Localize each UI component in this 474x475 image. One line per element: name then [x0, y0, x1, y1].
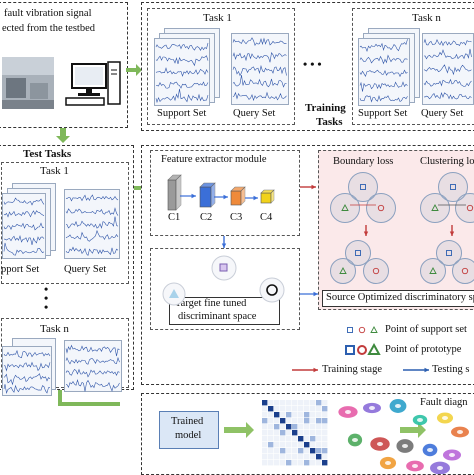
- test-task1-support-signal: [2, 193, 46, 259]
- boundary-cluster-right: [366, 193, 396, 223]
- clustering-result-right: [452, 258, 474, 284]
- task1-query-signal: [231, 33, 289, 105]
- taskn-support-signal: [358, 38, 410, 106]
- source-space-label: Source Optimized discriminatory sp: [326, 292, 474, 303]
- clustering-loss-label: Clustering lo: [420, 156, 474, 167]
- legend-testing-label: Testing s: [432, 364, 470, 375]
- boundary-loss-label: Boundary loss: [333, 156, 394, 167]
- test-task1-box: [1, 162, 129, 284]
- ellipsis: • • •: [303, 57, 322, 71]
- test-task1-support-label: pport Set: [1, 264, 40, 275]
- training-tasks-panel: [141, 2, 474, 131]
- task1-support-label: Support Set: [157, 108, 207, 119]
- layer-c3-label: C3: [230, 212, 243, 223]
- task1-label: Task 1: [203, 12, 232, 24]
- task1-support-signal: [154, 38, 210, 106]
- test-ellipsis-3: •: [44, 300, 49, 314]
- legend-support-label: Point of support set: [385, 324, 467, 335]
- test-taskn-query-signal: [64, 340, 122, 392]
- layer-c4-label: C4: [260, 212, 273, 223]
- source-title-line2: ected from the testbed: [2, 23, 96, 34]
- clustering-result-left: [420, 258, 446, 284]
- test-taskn-label: Task n: [40, 323, 69, 335]
- task1-box: [147, 8, 295, 125]
- task1-query-label: Query Set: [233, 108, 276, 119]
- taskn-query-signal: [422, 33, 474, 105]
- boundary-result-left: [330, 258, 356, 284]
- test-ellipsis-1: •: [44, 282, 49, 296]
- test-tasks-title: Test Tasks: [23, 148, 72, 160]
- training-tasks-line2: Tasks: [314, 116, 345, 128]
- feature-extractor-title: Feature extractor module: [161, 154, 267, 165]
- taskn-label: Task n: [412, 12, 441, 24]
- green-arrow-icon: [126, 64, 142, 76]
- target-space-label-box: [169, 297, 280, 325]
- fault-diagnosis-label: Fault diagn: [420, 397, 468, 408]
- source-space-box: [318, 150, 474, 310]
- test-task1-query-label: Query Set: [64, 264, 107, 275]
- test-to-diagnosis-path: [58, 390, 120, 406]
- test-task1-label: Task 1: [40, 165, 69, 177]
- boundary-result-right: [363, 258, 389, 284]
- target-space-line1: Target fine tuned: [175, 298, 247, 309]
- layer-c1-label: C1: [168, 212, 181, 223]
- legend-training-label: Training stage: [322, 364, 382, 375]
- target-space-box: [150, 248, 300, 330]
- taskn-query-label: Query Set: [421, 108, 464, 119]
- source-title-line1: fault vibration signal: [4, 8, 92, 19]
- test-ellipsis-2: •: [44, 291, 49, 305]
- trained-model-line1: Trained: [171, 416, 204, 427]
- legend-prototype-label: Point of prototype: [385, 344, 462, 355]
- target-space-line2: discriminant space: [178, 311, 257, 322]
- taskn-support-label: Support Set: [358, 108, 408, 119]
- trained-model-box: [159, 411, 219, 449]
- feature-extractor-box: [150, 150, 300, 236]
- taskn-box: [352, 8, 474, 125]
- trained-model-line2: model: [175, 430, 202, 441]
- test-taskn-support-signal: [2, 346, 52, 396]
- model-panel: [141, 145, 474, 385]
- layer-c2-label: C2: [200, 212, 213, 223]
- boundary-cluster-left: [330, 193, 360, 223]
- source-space-label-box: [322, 290, 474, 307]
- test-task1-query-signal: [64, 189, 120, 259]
- training-tasks-line1: Training: [303, 102, 348, 114]
- source-panel: [0, 2, 128, 128]
- clustering-cluster-left: [420, 193, 450, 223]
